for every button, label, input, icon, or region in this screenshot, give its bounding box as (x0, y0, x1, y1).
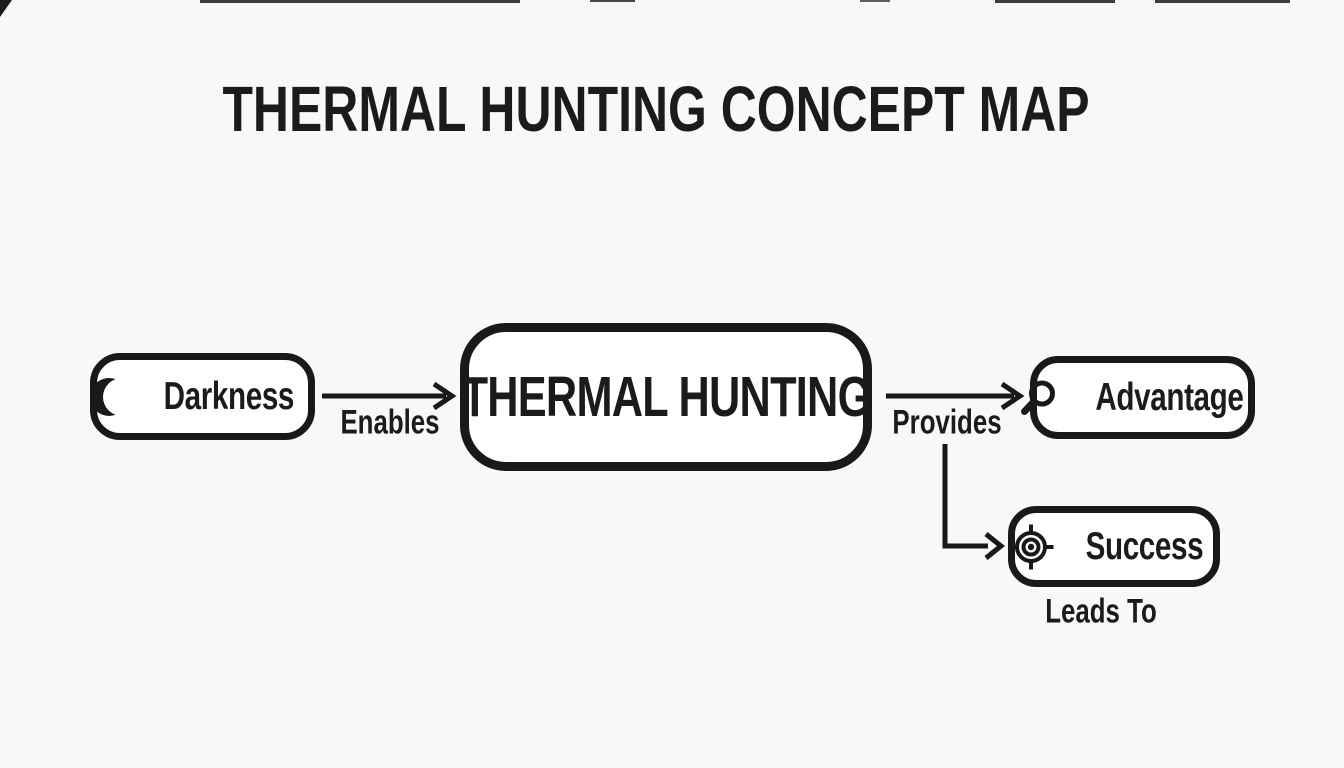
magnifier-icon (1020, 380, 1055, 415)
node-thermal-hunting: THERMAL HUNTING (460, 323, 872, 471)
edge-label-provides-text: Provides (892, 403, 1002, 442)
node-advantage: Advantage (1020, 356, 1255, 439)
edge-label-enables-text: Enables (340, 403, 440, 442)
scan-artifact-corner (0, 0, 12, 17)
edge-label-leads-to: Leads To (1028, 593, 1175, 632)
node-success: Success (1008, 506, 1220, 587)
node-darkness: Darkness (90, 353, 315, 440)
edge-label-provides: Provides (875, 404, 1019, 443)
edge-label-enables: Enables (325, 404, 455, 443)
node-success-label: Success (1085, 524, 1203, 568)
edge-label-leads-to-text: Leads To (1045, 592, 1157, 631)
scan-artifact-dash (995, 0, 1115, 3)
scan-artifact-dash (1155, 0, 1290, 3)
scan-artifact-dash (590, 0, 635, 2)
edge-leads-to-arrow (942, 444, 1006, 560)
page-title-text: THERMAL HUNTING CONCEPT MAP (222, 73, 1090, 145)
scan-artifact-dash (860, 0, 890, 2)
crescent-moon-icon (90, 377, 129, 416)
scan-artifact-dash (200, 0, 520, 3)
page-title: THERMAL HUNTING CONCEPT MAP (100, 72, 1212, 146)
node-advantage-label: Advantage (1094, 375, 1244, 419)
node-darkness-label: Darkness (163, 374, 295, 418)
crosshair-target-icon (1008, 524, 1054, 569)
node-thermal-hunting-label: THERMAL HUNTING (461, 365, 872, 429)
